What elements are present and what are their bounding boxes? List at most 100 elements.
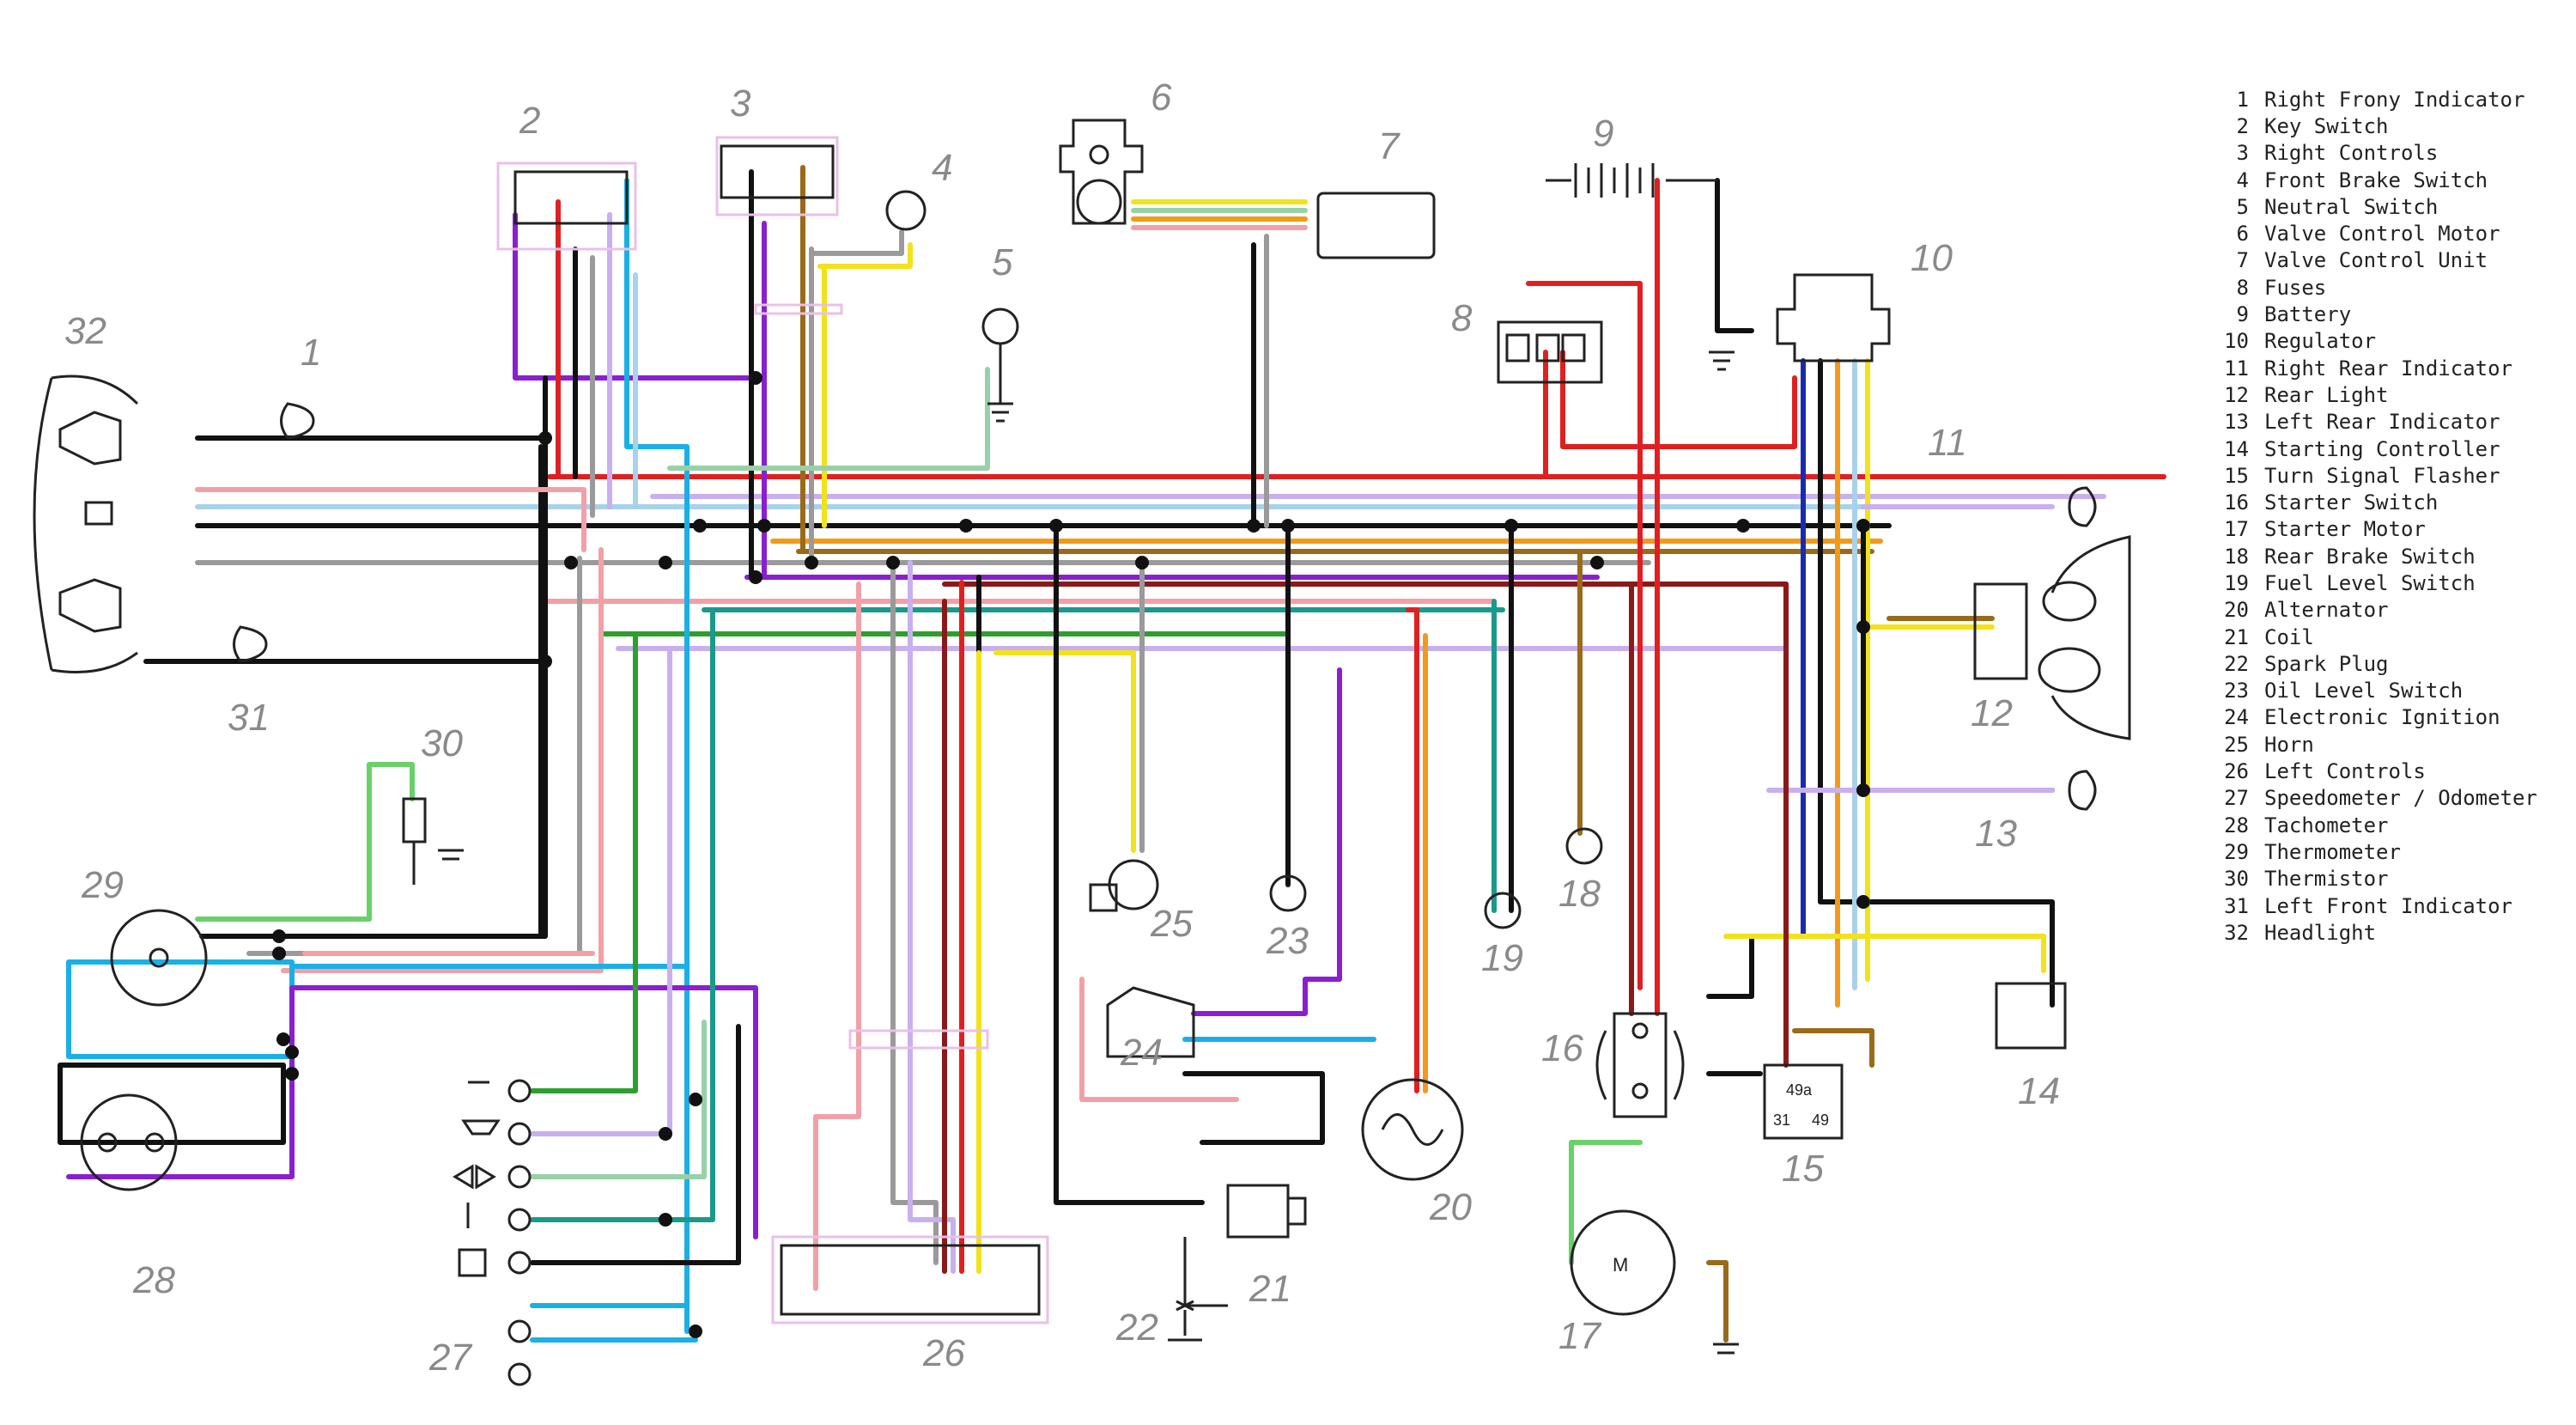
relay-pin-49: 49 [1812,1111,1829,1129]
legend-label: Valve Control Unit [2264,248,2488,273]
legend-number: 26 [2224,759,2249,784]
legend-number: 10 [2224,329,2249,354]
legend-number: 18 [2224,544,2249,569]
legend-row: 8 Fuses [2211,274,2572,301]
right-controls [720,144,835,199]
legend-label: Horn [2264,732,2314,757]
legend-number: 5 [2236,194,2249,219]
spark-plug [1168,1237,1228,1342]
front-brake-switch [885,190,927,231]
legend-number: 8 [2236,275,2249,300]
legend-label: Left Rear Indicator [2264,410,2500,435]
legend-label: Spark Plug [2264,651,2389,676]
number-18: 18 [1558,873,1601,915]
number-30: 30 [421,722,463,764]
legend-label: Left Front Indicator [2264,893,2512,918]
legend-number: 7 [2236,248,2249,273]
legend-number: 31 [2224,893,2249,918]
number-25: 25 [1150,903,1193,945]
battery [1546,163,1735,371]
number-26: 26 [922,1332,965,1374]
valve-control-unit [1316,192,1436,259]
number-29: 29 [81,864,124,906]
coil [1226,1184,1307,1239]
legend-number: 19 [2224,570,2249,595]
legend-row: 16 Starter Switch [2211,489,2572,515]
legend-label: Starter Switch [2264,490,2439,515]
right-rear-indicator [2068,486,2097,527]
valve-control-motor [1059,119,1144,225]
number-10: 10 [1911,237,1953,279]
number-15: 15 [1782,1148,1824,1190]
legend-number: 20 [2224,598,2249,623]
legend-label: Alternator [2264,598,2389,623]
number-4: 4 [932,147,952,189]
regulator [1776,273,1891,362]
legend-row: 10 Regulator [2211,328,2572,355]
number-1: 1 [301,332,321,374]
neutral-switch [981,308,1019,423]
legend-row: 30 Thermistor [2211,866,2572,892]
legend-number: 13 [2224,410,2249,435]
number-12: 12 [1971,692,2013,734]
electronic-ignition [1106,986,1195,1058]
legend-row: 20 Alternator [2211,597,2572,624]
legend-label: Starting Controller [2264,436,2500,461]
legend-label: Left Controls [2264,759,2426,784]
legend-label: Coil [2264,624,2314,649]
oil-level-switch [1269,874,1307,912]
legend-number: 16 [2224,490,2249,515]
legend-label: Battery [2264,302,2352,327]
legend-row: 7 Valve Control Unit [2211,247,2572,274]
number-9: 9 [1593,113,1613,155]
legend-number: 23 [2224,679,2249,703]
legend-label: Fuses [2264,275,2327,300]
legend-number: 32 [2224,920,2249,945]
key-switch [513,170,629,225]
legend-number: 30 [2224,867,2249,892]
legend-label: Starter Motor [2264,517,2426,542]
left-front-indicator [233,625,268,663]
legend-label: Right Frony Indicator [2264,87,2525,112]
component-numbers: 1 2 3 4 5 6 7 8 9 10 11 12 13 14 15 16 1… [64,76,2060,1379]
legend-label: Valve Control Motor [2264,222,2500,247]
legend-label: Thermistor [2264,867,2389,892]
legend-number: 2 [2236,113,2249,138]
main-harness [195,474,2166,651]
number-28: 28 [132,1259,175,1301]
fuel-level-switch [1484,892,1522,929]
legend-label: Thermometer [2264,839,2401,864]
starter-motor: M [1570,1209,1739,1355]
number-14: 14 [2018,1070,2060,1112]
starting-controller [1995,982,2067,1050]
legend-label: Right Controls [2264,141,2439,166]
legend-label: Fuel Level Switch [2264,570,2476,595]
number-5: 5 [992,241,1013,283]
rear-light [1973,535,2131,740]
junction-dots [272,371,1870,1338]
thermometer [110,909,208,1007]
headlight [33,375,139,673]
alternator [1361,1078,1464,1181]
left-rear-indicator [2068,770,2097,811]
legend-number: 11 [2224,356,2249,381]
number-22: 22 [1115,1306,1158,1349]
tachometer [80,1093,178,1191]
fuses [1497,320,1603,384]
legend-label: Regulator [2264,329,2377,354]
number-16: 16 [1541,1027,1583,1069]
